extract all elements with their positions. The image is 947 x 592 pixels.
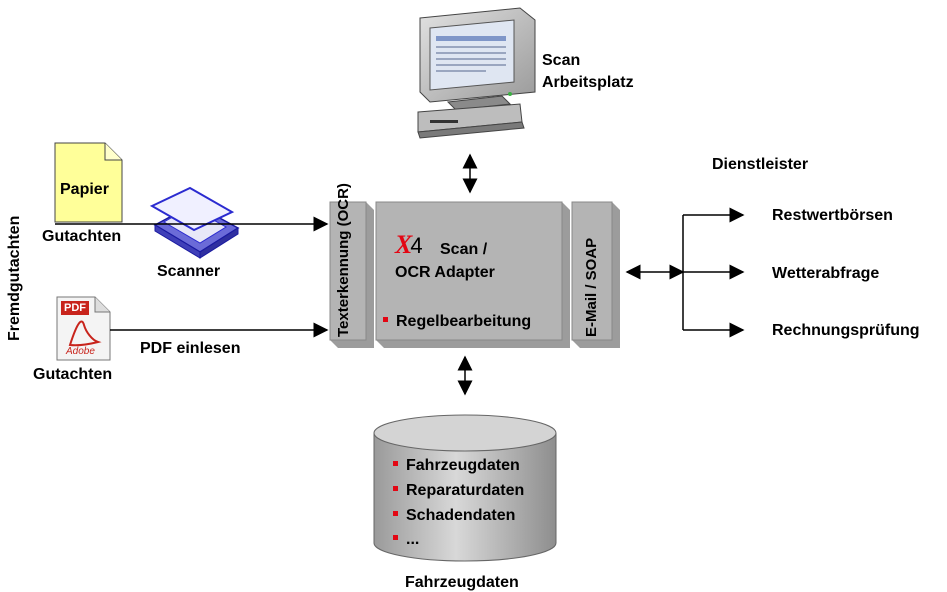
paper-title: Papier [60, 181, 109, 198]
adapter-title-line1: Scan / [440, 241, 488, 258]
adapter-bullet-text: Regelbearbeitung [396, 313, 532, 330]
paper-document-icon [54, 142, 123, 223]
paper-label: Gutachten [42, 228, 122, 245]
services-tree [682, 207, 745, 338]
service-item-rechnungspruefung: Rechnungsprüfung [772, 322, 920, 339]
bullet-marker [383, 317, 388, 323]
service-item-restwertboersen: Restwertbörsen [772, 207, 893, 224]
ocr-panel-label: Texterkennung (OCR) [335, 183, 352, 337]
ocr-adapter-block [329, 201, 620, 348]
soap-panel-label: E-Mail / SOAP [583, 237, 600, 337]
adapter-bullet: Regelbearbeitung [383, 313, 531, 331]
database-item: Fahrzeugdaten [393, 457, 520, 475]
services-title: Dienstleister [712, 156, 809, 173]
workstation-label-line2: Arbeitsplatz [542, 74, 634, 91]
adapter-title-line2: OCR Adapter [395, 264, 495, 281]
pdf-arrow-label: PDF einlesen [140, 340, 241, 357]
side-label-fremdgutachten: Fremdgutachten [6, 215, 23, 341]
computer-workstation-icon [417, 7, 536, 139]
scanner-label: Scanner [157, 263, 221, 280]
database-item: Reparaturdaten [393, 482, 524, 500]
service-item-wetterabfrage: Wetterabfrage [772, 265, 880, 282]
database-caption: Fahrzeugdaten [405, 574, 519, 591]
x4-logo-4: 4 [410, 233, 422, 258]
x4-logo: X4 [395, 230, 423, 259]
database-item: Schadendaten [393, 507, 515, 525]
pdf-label: Gutachten [33, 366, 113, 383]
database-item: ... [393, 531, 419, 549]
database-cylinder-icon [373, 414, 557, 562]
x4-logo-x: X [395, 230, 412, 259]
pdf-badge: PDF [61, 301, 89, 315]
flatbed-scanner-icon [149, 186, 240, 259]
pdf-adobe-text: Adobe [66, 346, 95, 357]
workstation-label-line1: Scan [542, 52, 581, 69]
